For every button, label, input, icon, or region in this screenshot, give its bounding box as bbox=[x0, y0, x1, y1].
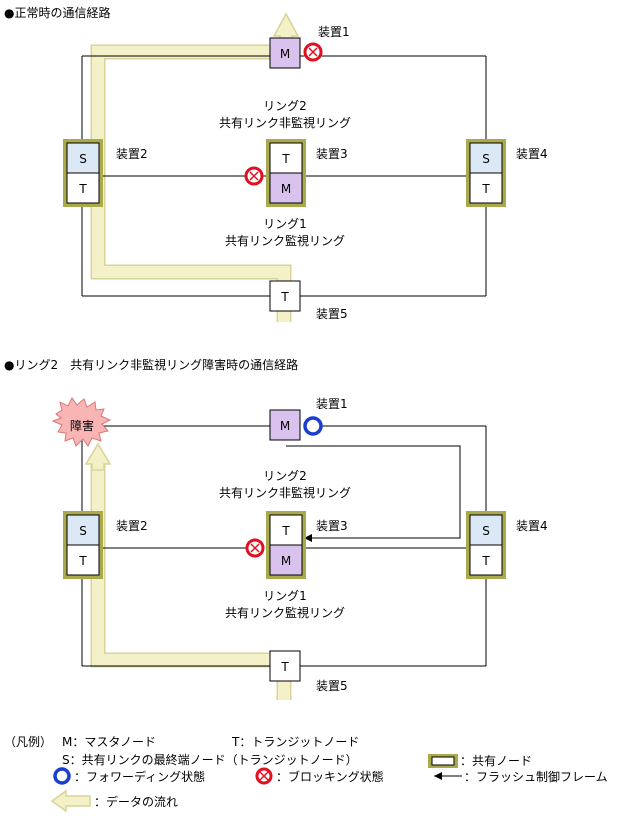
device4-label: 装置4 bbox=[516, 519, 548, 533]
device4-shared-node: S T bbox=[466, 139, 506, 207]
device1-label: 装置1 bbox=[316, 397, 348, 411]
legend-flush-arrow-icon bbox=[434, 772, 462, 780]
blocking-icon bbox=[245, 538, 265, 558]
legend-shared-node-icon bbox=[428, 754, 458, 768]
device5-transit-node: T bbox=[269, 650, 301, 682]
device3-label: 装置3 bbox=[316, 519, 348, 533]
svg-text:S: S bbox=[482, 152, 490, 166]
legend-shared-node: ：共有ノード bbox=[460, 754, 532, 768]
forwarding-icon bbox=[53, 767, 71, 785]
ring1-desc: 共有リンク監視リング bbox=[225, 605, 345, 620]
device2-label: 装置2 bbox=[116, 519, 148, 533]
legend-master: M：マスタノード bbox=[62, 735, 156, 749]
ring1-desc: 共有リンク監視リング bbox=[225, 233, 345, 248]
legend-forwarding: ：フォワーディング状態 bbox=[74, 769, 205, 784]
svg-text:S: S bbox=[79, 524, 87, 538]
svg-text:S: S bbox=[79, 152, 87, 166]
legend-edge-node: S：共有リンクの最終端ノード（トランジットノード） bbox=[62, 752, 358, 767]
legend-prefix: （凡例） bbox=[4, 735, 52, 749]
legend-flush: ：フラッシュ制御フレーム bbox=[464, 769, 608, 784]
fault-burst-icon: 障害 bbox=[51, 397, 112, 447]
legend: （凡例） M：マスタノード T：トランジットノード S：共有リンクの最終端ノード… bbox=[4, 735, 608, 813]
ring2-name: リング2 bbox=[263, 99, 307, 113]
data-flow-path-fault bbox=[84, 442, 292, 700]
ring2-desc: 共有リンク非監視リング bbox=[219, 115, 351, 130]
device2-label: 装置2 bbox=[116, 147, 148, 161]
device3-shared-node: T M bbox=[266, 511, 306, 579]
device5-transit-node: T bbox=[269, 280, 301, 312]
device1-label: 装置1 bbox=[318, 25, 350, 39]
device3-shared-node: T M bbox=[266, 139, 306, 207]
device4-shared-node: S T bbox=[466, 511, 506, 579]
legend-data-flow-icon bbox=[50, 789, 91, 813]
ring2-desc: 共有リンク非監視リング bbox=[219, 485, 351, 500]
device5-label: 装置5 bbox=[316, 679, 348, 693]
forwarding-icon bbox=[303, 416, 323, 436]
ring2-name: リング2 bbox=[263, 469, 307, 483]
device2-shared-node: S T bbox=[63, 511, 103, 579]
svg-text:M: M bbox=[280, 47, 290, 61]
device5-label: 装置5 bbox=[316, 307, 348, 321]
blocking-icon bbox=[244, 166, 264, 186]
svg-text:T: T bbox=[281, 524, 290, 538]
legend-data-flow: ：データの流れ bbox=[94, 794, 178, 809]
svg-text:S: S bbox=[482, 524, 490, 538]
svg-text:T: T bbox=[280, 660, 289, 674]
device3-label: 装置3 bbox=[316, 147, 348, 161]
device1-master-node: M bbox=[269, 409, 301, 441]
blocking-icon bbox=[255, 767, 273, 785]
svg-text:M: M bbox=[281, 554, 291, 568]
fault-label: 障害 bbox=[70, 418, 94, 433]
ring1-name: リング1 bbox=[263, 217, 307, 231]
section2-title: ●リング2 共有リンク非監視リング障害時の通信経路 bbox=[4, 357, 298, 372]
legend-transit: T：トランジットノード bbox=[231, 735, 359, 749]
device2-shared-node: S T bbox=[63, 139, 103, 207]
legend-blocking: ：ブロッキング状態 bbox=[276, 769, 384, 784]
svg-text:T: T bbox=[481, 182, 490, 196]
flush-frame-arrow bbox=[286, 445, 461, 542]
svg-text:T: T bbox=[78, 182, 87, 196]
svg-text:M: M bbox=[280, 419, 290, 433]
svg-text:T: T bbox=[281, 152, 290, 166]
section1-title: ●正常時の通信経路 bbox=[4, 5, 110, 20]
svg-text:T: T bbox=[280, 290, 289, 304]
device1-master-node: M bbox=[269, 37, 301, 69]
device4-label: 装置4 bbox=[516, 147, 548, 161]
blocking-icon bbox=[303, 42, 323, 62]
svg-text:M: M bbox=[281, 182, 291, 196]
svg-text:T: T bbox=[78, 554, 87, 568]
svg-text:T: T bbox=[481, 554, 490, 568]
ring1-name: リング1 bbox=[263, 589, 307, 603]
